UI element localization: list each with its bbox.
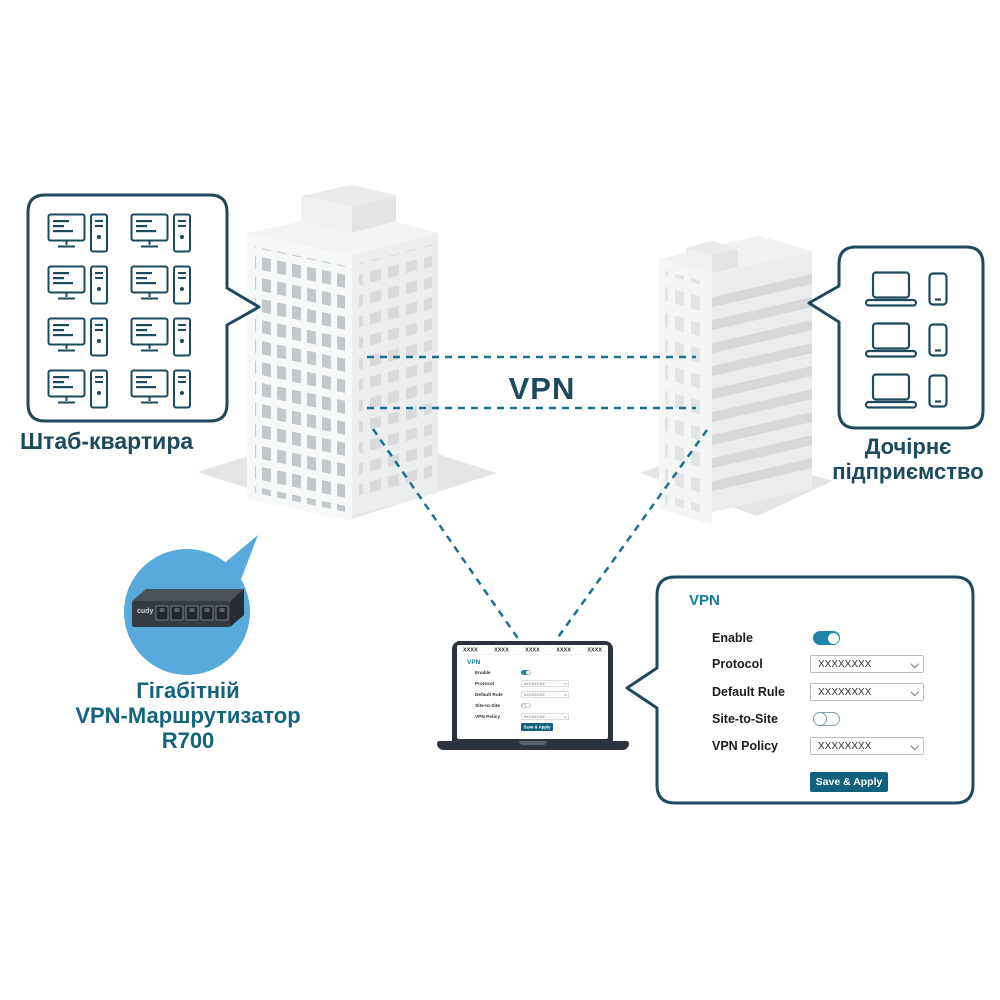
site-to-site-toggle[interactable]: [813, 712, 840, 726]
mini-save-apply-button[interactable]: Save & Apply: [521, 723, 553, 731]
mini-default-rule-label: Default Rule: [475, 691, 503, 698]
vpn-line-to-laptop-left: [371, 428, 521, 641]
chevron-down-icon: [564, 682, 567, 685]
mini-protocol-value: XXXXXXXX: [523, 681, 545, 686]
mini-row-site-to-site: Site-to-Site: [475, 702, 595, 709]
router-label-line1: Гігабітній: [136, 678, 240, 703]
router-port-pins: [159, 608, 225, 612]
mini-vpn-policy-value: XXXXXXXX: [523, 714, 545, 719]
vpn-policy-value: XXXXXXXX: [818, 740, 872, 752]
laptop-mini-ui: XXXX XXXX XXXX XXXX XXXX VPN Enable Prot…: [457, 645, 608, 739]
router-ports: [155, 605, 229, 621]
vpn-policy-select[interactable]: XXXXXXXX: [810, 737, 924, 755]
mini-tab[interactable]: XXXX: [556, 647, 571, 653]
mini-enable-label: Enable: [475, 669, 491, 676]
chevron-down-icon: [910, 741, 919, 750]
vpn-line-to-laptop-right: [554, 429, 709, 641]
vpn-policy-label: VPN Policy: [712, 739, 778, 753]
mini-protocol-select[interactable]: XXXXXXXX: [521, 680, 569, 687]
mini-site-to-site-toggle[interactable]: [521, 703, 531, 709]
save-apply-button[interactable]: Save & Apply: [810, 772, 888, 792]
router-brand: cudy: [137, 608, 153, 615]
mini-protocol-label: Protocol: [475, 680, 495, 687]
branch-label-line1: Дочірнє: [864, 434, 952, 459]
chevron-down-icon: [564, 693, 567, 696]
mini-vpn-policy-select[interactable]: XXXXXXXX: [521, 713, 569, 720]
enable-toggle[interactable]: [813, 631, 840, 645]
default-rule-value: XXXXXXXX: [818, 686, 872, 698]
mini-default-rule-value: XXXXXXXX: [523, 692, 545, 697]
vpn-settings-panel: VPN Enable Protocol XXXXXXXX Default Rul…: [655, 575, 975, 805]
headquarters-building: [247, 184, 438, 522]
mini-row-vpn-policy: VPN Policy XXXXXXXX: [475, 713, 595, 720]
laptop-base: [437, 741, 629, 750]
branch-bubble: [807, 245, 985, 430]
panel-row-enable: Enable: [712, 628, 952, 648]
mini-tab[interactable]: XXXX: [463, 647, 478, 653]
router-label: Гігабітній VPN-Маршрутизатор R700: [12, 678, 364, 753]
protocol-label: Protocol: [712, 657, 763, 671]
mini-enable-toggle[interactable]: [521, 670, 531, 675]
headquarters-label: Штаб-квартира: [20, 428, 194, 454]
panel-row-protocol: Protocol XXXXXXXX: [712, 654, 952, 674]
headquarters-bubble: [26, 193, 261, 423]
branch-label: Дочірнє підприємство: [815, 434, 1000, 484]
vpn-dashed-links: [367, 355, 709, 641]
default-rule-select[interactable]: XXXXXXXX: [810, 683, 924, 701]
mini-tab-bar: XXXX XXXX XXXX XXXX XXXX: [457, 645, 608, 655]
router-bubble: cudy: [124, 535, 258, 675]
router-side: [230, 589, 244, 627]
chevron-down-icon: [564, 715, 567, 718]
router-device: cudy: [132, 589, 244, 627]
mini-vpn-title: VPN: [467, 658, 481, 666]
protocol-value: XXXXXXXX: [818, 658, 872, 670]
site-to-site-label: Site-to-Site: [712, 712, 778, 726]
mini-site-to-site-label: Site-to-Site: [475, 702, 501, 709]
mini-tab[interactable]: XXXX: [587, 647, 602, 653]
laptop-screen: XXXX XXXX XXXX XXXX XXXX VPN Enable Prot…: [457, 645, 608, 739]
branch-building: [659, 235, 812, 525]
laptop: XXXX XXXX XXXX XXXX XXXX VPN Enable Prot…: [452, 641, 613, 741]
mini-default-rule-select[interactable]: XXXXXXXX: [521, 691, 569, 698]
vpn-link-label: VPN: [508, 371, 576, 406]
mini-tab[interactable]: XXXX: [494, 647, 509, 653]
mini-row-enable: Enable: [475, 669, 595, 676]
panel-row-site-to-site: Site-to-Site: [712, 709, 952, 729]
chevron-down-icon: [910, 687, 919, 696]
panel-row-vpn-policy: VPN Policy XXXXXXXX: [712, 736, 952, 756]
branch-label-line2: підприємство: [832, 459, 984, 484]
protocol-select[interactable]: XXXXXXXX: [810, 655, 924, 673]
default-rule-label: Default Rule: [712, 685, 785, 699]
vpn-panel-title: VPN: [689, 592, 720, 609]
mini-row-default-rule: Default Rule XXXXXXXX: [475, 691, 595, 698]
mini-row-protocol: Protocol XXXXXXXX: [475, 680, 595, 687]
router-label-line3: R700: [161, 728, 215, 753]
chevron-down-icon: [910, 659, 919, 668]
router-label-line2: VPN-Маршрутизатор: [75, 703, 301, 728]
mini-tab[interactable]: XXXX: [525, 647, 540, 653]
panel-row-default-rule: Default Rule XXXXXXXX: [712, 682, 952, 702]
laptop-notch: [519, 741, 547, 745]
enable-label: Enable: [712, 631, 753, 645]
router-top: [132, 589, 244, 601]
mini-vpn-policy-label: VPN Policy: [475, 713, 501, 720]
